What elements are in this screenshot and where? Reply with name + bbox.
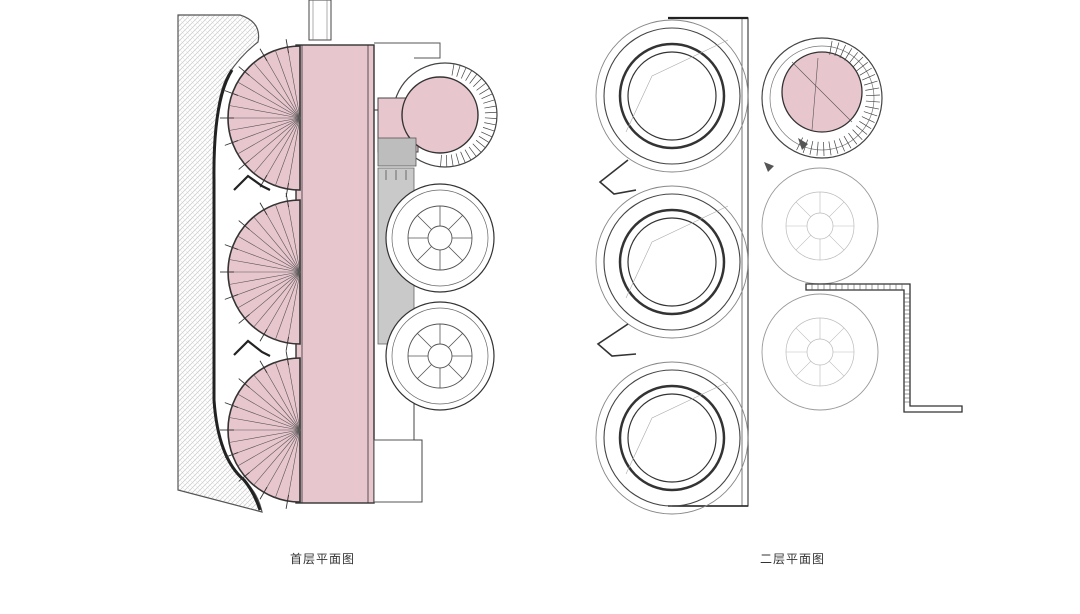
ramp-steps — [812, 284, 910, 402]
ring-thick — [620, 44, 724, 148]
top-stair — [309, 0, 331, 40]
ring-inner — [628, 52, 716, 140]
stair-tread — [483, 100, 494, 104]
stair-tread — [835, 43, 839, 56]
faint-silo-spoke — [829, 235, 844, 250]
stair-tread — [485, 118, 497, 119]
spine-wall — [672, 18, 748, 506]
fan-room-2 — [220, 193, 300, 351]
main-hall — [296, 45, 374, 503]
stair-tread — [848, 133, 856, 144]
stair-tread — [465, 150, 471, 160]
stair-tread — [485, 112, 497, 113]
stair-tread — [451, 155, 453, 167]
stair-tread — [484, 123, 496, 125]
balcony-upper — [600, 160, 636, 194]
ground-floor-caption: 首层平面图 — [290, 550, 355, 567]
stair-tread — [461, 67, 466, 78]
stair-tread — [857, 62, 868, 71]
stair-tread — [829, 141, 831, 155]
faint-silo-2 — [762, 294, 878, 410]
exterior-ramp — [806, 284, 962, 412]
stair-tread — [473, 144, 481, 153]
stair-tread — [461, 152, 466, 163]
notch-lower — [234, 341, 270, 356]
stair-tread — [479, 136, 489, 142]
faint-silo-outer — [762, 168, 878, 284]
stair-tread — [853, 130, 863, 140]
stair-tread — [469, 147, 476, 157]
faint-silo-spoke — [796, 361, 811, 376]
second-floor-caption: 二层平面图 — [760, 550, 825, 567]
silo-2 — [386, 302, 494, 410]
ring-wall — [604, 28, 740, 164]
faint-silo-spoke — [796, 235, 811, 250]
faint-silo-1 — [762, 168, 878, 284]
silo-outer — [386, 184, 494, 292]
ground-floor-plan — [178, 0, 497, 512]
stair-tread — [466, 70, 472, 80]
stair-tread — [473, 78, 481, 86]
stair-tread — [849, 52, 858, 63]
faint-silo-spoke — [796, 202, 811, 217]
ring-rooms — [596, 20, 748, 514]
stair-tread — [476, 140, 485, 148]
fan-rooms — [220, 39, 300, 509]
faint-silo-spoke — [829, 202, 844, 217]
ring-inner — [628, 218, 716, 306]
stair-tread — [864, 112, 877, 116]
stair-tread — [440, 155, 441, 167]
faint-silo-hub — [807, 339, 833, 365]
stair-tread — [457, 65, 461, 76]
stair-tread — [477, 83, 486, 90]
stair-tread — [482, 94, 493, 99]
ring-room-2 — [596, 186, 748, 338]
ring-wall — [604, 194, 740, 330]
stair-tread — [470, 74, 477, 83]
faint-silo-spoke — [829, 328, 844, 343]
stair-tread — [866, 101, 880, 102]
stair-tread — [864, 81, 877, 85]
ring-inner — [628, 394, 716, 482]
faint-silo-spoke — [796, 328, 811, 343]
balcony-lower — [598, 324, 636, 356]
ring-wall — [604, 370, 740, 506]
right-wing-outline — [374, 43, 440, 58]
stair-tread — [479, 88, 489, 94]
stair-tread — [810, 141, 813, 155]
toilet-block — [378, 138, 416, 166]
stair-tread — [859, 121, 871, 128]
faint-silo-spoke — [829, 361, 844, 376]
ring-thick — [620, 210, 724, 314]
faint-silo-hub — [807, 213, 833, 239]
ring-room-1 — [596, 20, 748, 172]
stair-tread — [865, 88, 879, 90]
stair-tread — [452, 64, 454, 76]
silo-outer — [386, 302, 494, 410]
faint-silo-outer — [762, 294, 878, 410]
ring-room-3 — [596, 362, 748, 514]
stair-tread — [483, 127, 494, 131]
silo-1 — [386, 184, 494, 292]
ring-thick — [620, 386, 724, 490]
stair-tread — [853, 57, 863, 67]
stair-tread — [484, 106, 496, 108]
stair-tread — [481, 132, 492, 137]
stair-tread — [866, 95, 880, 96]
stair-tread — [456, 153, 459, 165]
stair-tread — [834, 140, 838, 153]
stair-tread — [817, 142, 818, 156]
second-floor-plan — [596, 18, 962, 514]
stair-tread — [865, 106, 879, 109]
